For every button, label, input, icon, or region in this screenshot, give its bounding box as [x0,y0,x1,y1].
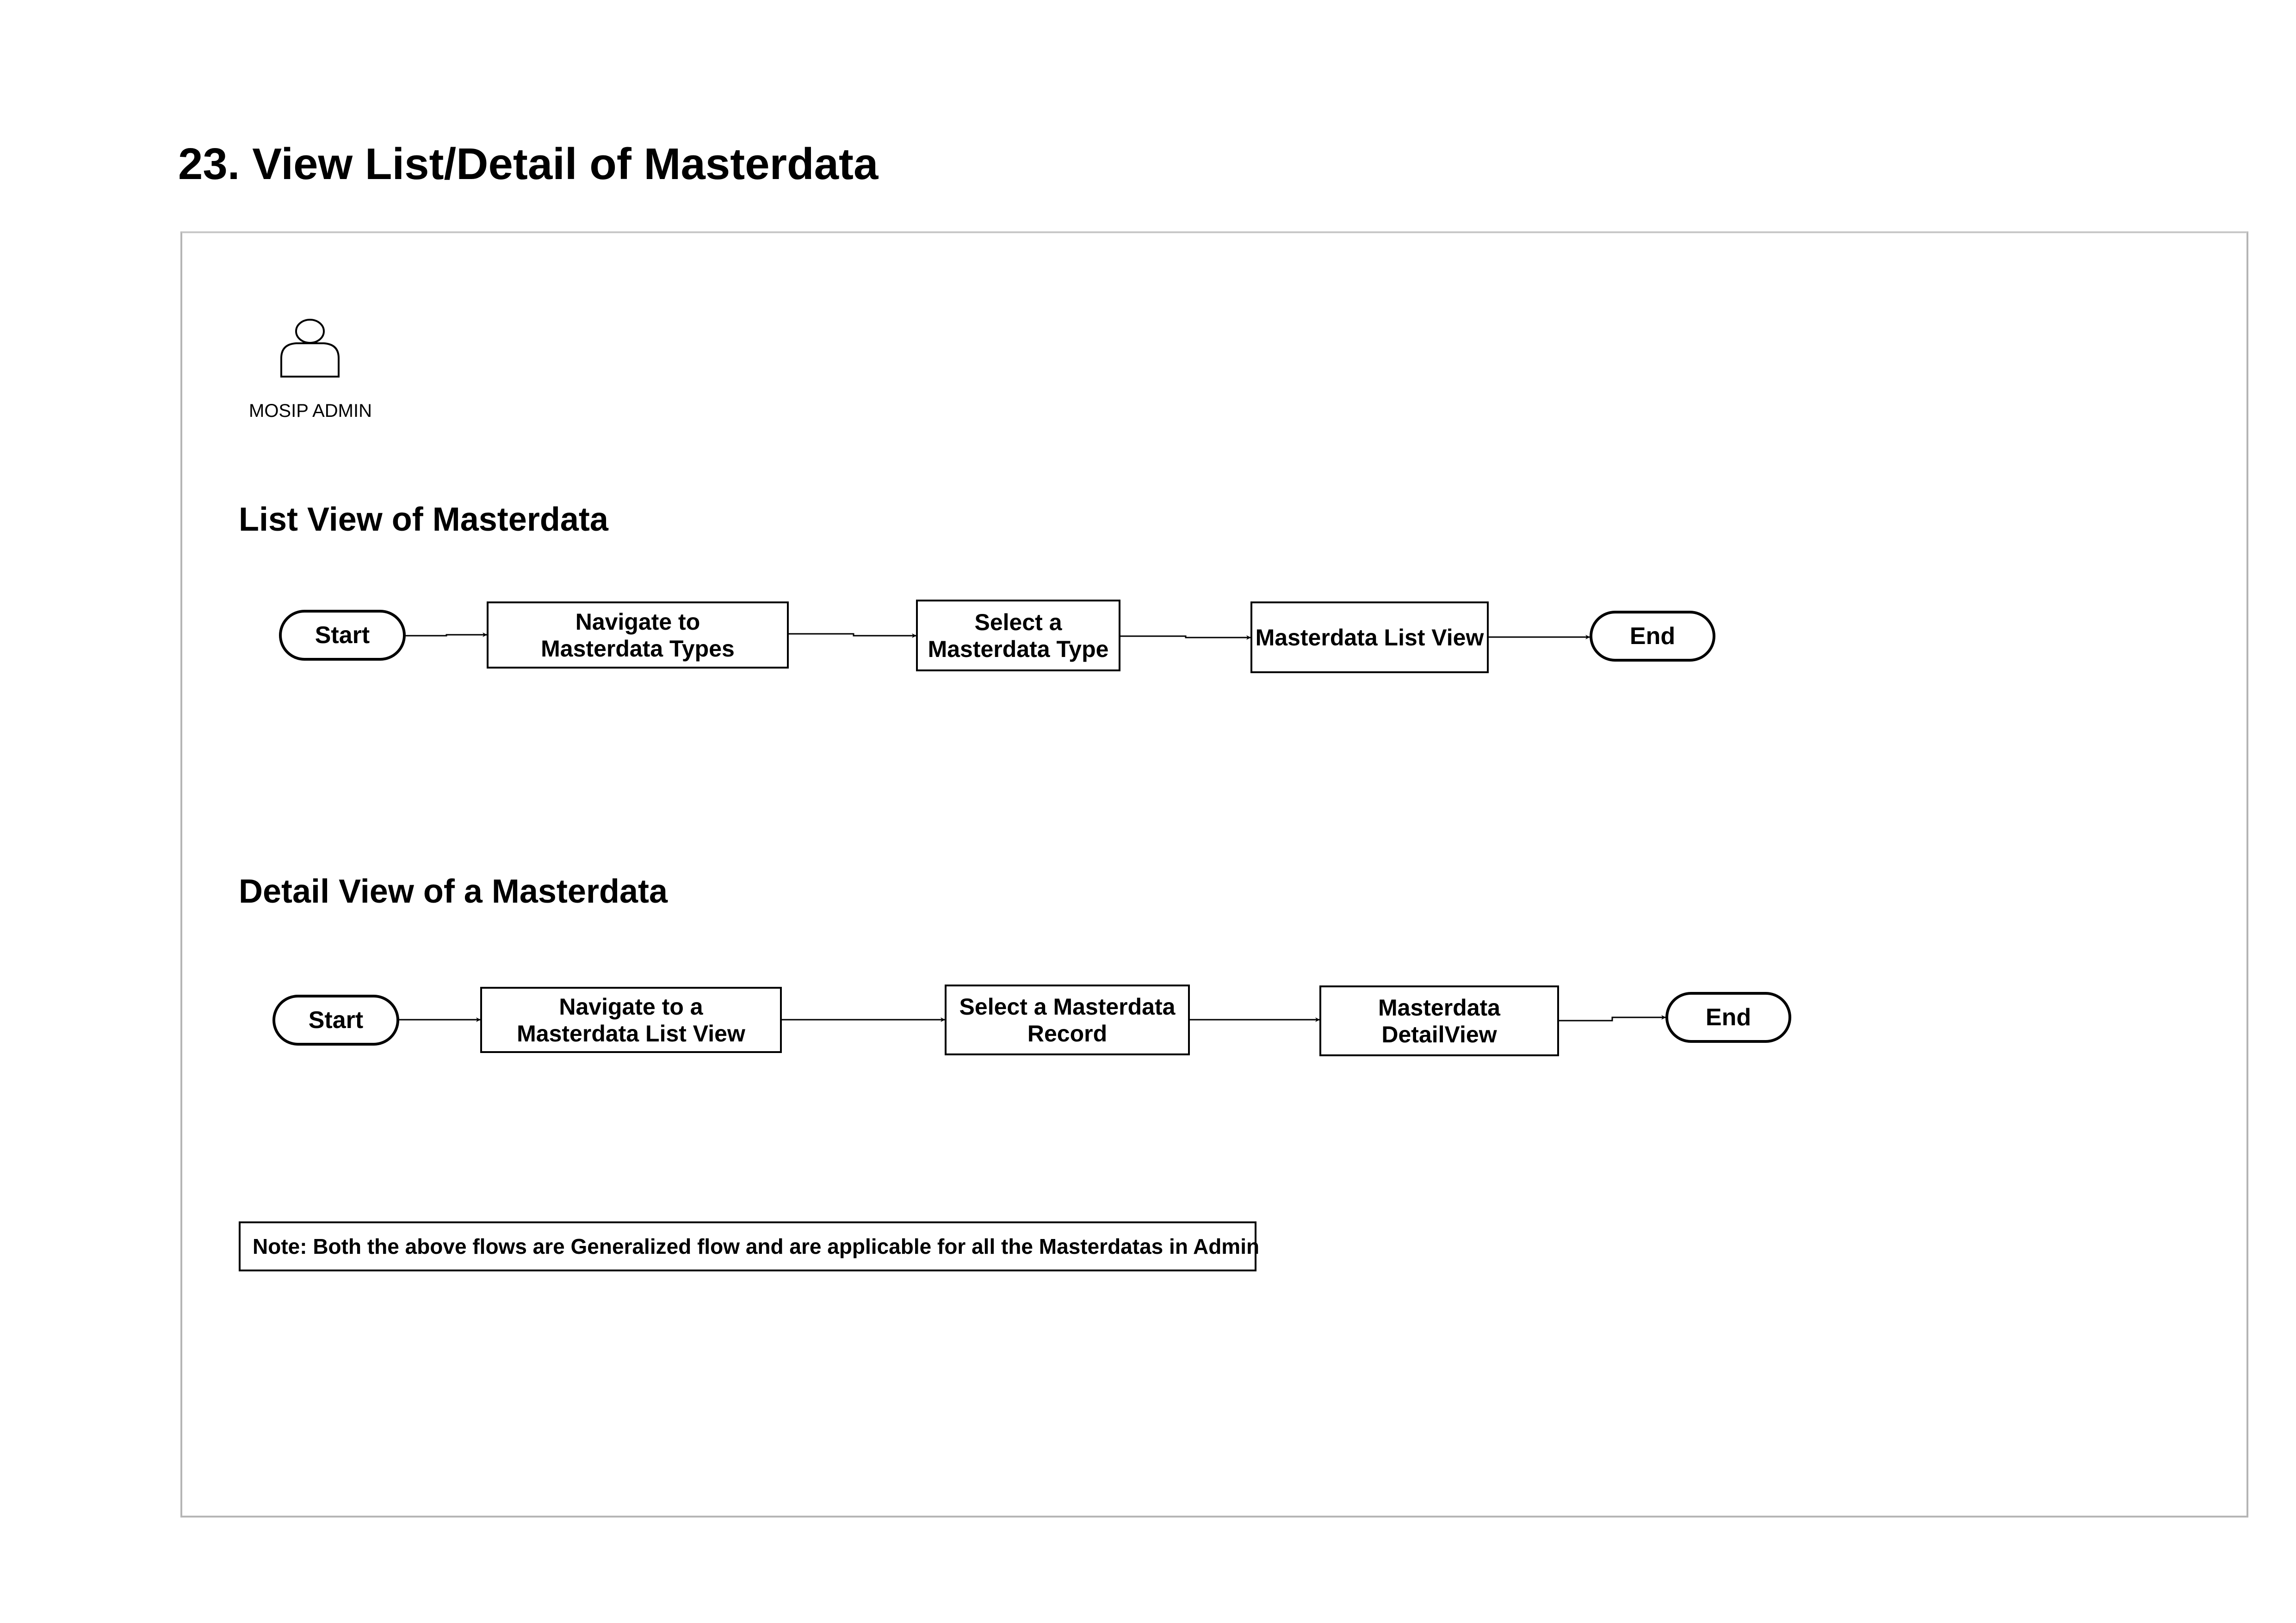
detail-end-terminal: End [1665,992,1791,1043]
list-connector-2 [789,633,916,638]
list-connector-1 [406,632,487,637]
detail-step-select-record: Select a Masterdata Record [945,985,1190,1055]
list-end-terminal: End [1590,611,1715,662]
list-step-select-masterdata-type: Select a Masterdata Type [916,600,1120,671]
detail-start-terminal: Start [272,995,399,1046]
list-step-masterdata-list-view: Masterdata List View [1250,601,1489,673]
note-box: Note: Both the above flows are Generaliz… [239,1221,1259,1271]
list-connector-3 [1120,635,1251,640]
actor-label: MOSIP ADMIN [249,401,372,421]
user-icon [280,319,340,378]
detail-step-masterdata-detail-view: Masterdata DetailView [1319,985,1559,1056]
list-view-section-title: List View of Masterdata [239,501,608,538]
detail-view-section-title: Detail View of a Masterdata [239,873,668,910]
diagram-frame [180,231,2248,1518]
detail-step-navigate-list-view: Navigate to a Masterdata List View [480,987,782,1053]
page-title: 23. View List/Detail of Masterdata [178,139,879,189]
list-start-terminal: Start [279,610,406,661]
list-step-navigate-masterdata-types: Navigate to Masterdata Types [487,601,789,669]
detail-connector-4 [1559,1015,1666,1022]
